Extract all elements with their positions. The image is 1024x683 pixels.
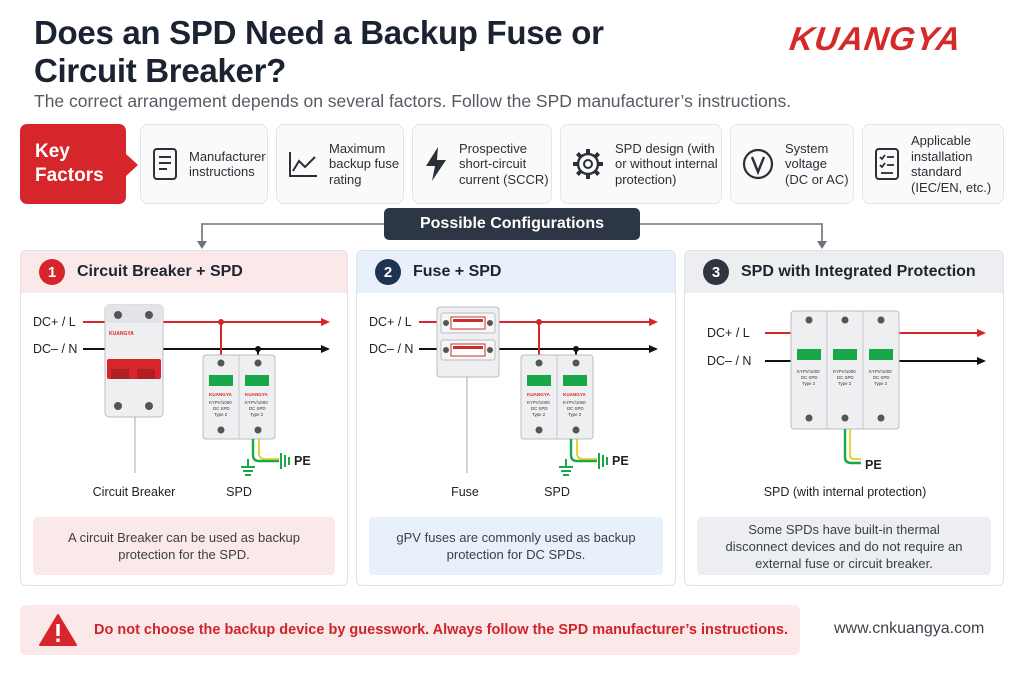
factor-max-backup-fuse: Maximum backup fuse rating: [276, 124, 404, 204]
config-header: 3 SPD with Integrated Protection: [685, 251, 1003, 293]
module-type: DC SPD: [531, 406, 548, 411]
spd-label: SPD: [226, 485, 252, 499]
arrow-right-icon: [977, 357, 986, 365]
module-class: Type 2: [802, 381, 816, 386]
website-link[interactable]: www.cnkuangya.com: [834, 620, 985, 637]
config-panel-circuit-breaker: 1 Circuit Breaker + SPD DC+ / L DC– / N …: [20, 250, 348, 586]
module-brand: KUANGYA: [527, 392, 550, 397]
module-model: KYPV/1000: [527, 400, 550, 405]
config-panel-integrated-protection: 3 SPD with Integrated Protection DC+ / L…: [684, 250, 1004, 586]
line-positive-label: DC+ / L: [369, 315, 412, 329]
line-positive-label: DC+ / L: [33, 315, 76, 329]
factor-manufacturer-instructions: Manufacturer instructions: [140, 124, 268, 204]
spd-label: SPD (with internal protection): [764, 485, 927, 499]
warning-text: Do not choose the backup device by guess…: [94, 622, 789, 638]
config-note: gPV fuses are commonly used as backup pr…: [369, 517, 663, 575]
arrow-right-icon: [649, 345, 658, 353]
config-title: Fuse + SPD: [413, 263, 502, 280]
voltage-icon: [742, 148, 774, 180]
possible-configurations-banner: Possible Configurations: [384, 208, 640, 240]
factor-sccr: Prospective short-circuit current (SCCR): [412, 124, 552, 204]
integrated-spd-device: KYPV/1000 KYPV/1000 KYPV/1000 DC SPD DC …: [790, 310, 900, 472]
line-negative-label: DC– / N: [369, 342, 413, 356]
factor-label: Manufacturer instructions: [189, 148, 266, 180]
circuit-breaker-label: Circuit Breaker: [93, 485, 176, 499]
module-type: DC SPD: [249, 406, 266, 411]
circuit-breaker-diagram: DC+ / L DC– / N KUANGYA KUANGYA: [33, 304, 330, 499]
lightning-icon: [426, 147, 446, 181]
integrated-spd-diagram: DC+ / L DC– / N KYPV/1000 KYPV/1000 KYPV…: [707, 310, 986, 499]
factor-label: Applicable installation standard (IEC/EN…: [911, 133, 992, 195]
page-subtitle: The correct arrangement depends on sever…: [34, 91, 792, 111]
module-model: KYPV/1000: [245, 400, 268, 405]
module-class: Type 2: [532, 412, 546, 417]
module-brand: KUANGYA: [209, 392, 232, 397]
module-class: Type 2: [250, 412, 264, 417]
module-model: KYPV/1000: [209, 400, 232, 405]
module-type: DC SPD: [837, 375, 854, 380]
module-model: KYPV/1000: [797, 369, 820, 374]
module-class: Type 2: [874, 381, 888, 386]
module-model: KYPV/1000: [833, 369, 856, 374]
module-brand: KUANGYA: [109, 331, 134, 337]
config-number: 2: [375, 259, 401, 285]
pe-label: PE: [294, 454, 311, 468]
module-model: KYPV/1000: [563, 400, 586, 405]
spd-label: SPD: [544, 485, 570, 499]
warning-banner: Do not choose the backup device by guess…: [20, 605, 800, 655]
spd-device: KUANGYA KUANGYA KYPV/1000 KYPV/1000 DC S…: [202, 319, 311, 476]
module-brand: KUANGYA: [563, 392, 586, 397]
module-type: DC SPD: [873, 375, 890, 380]
factor-label: Prospective short-circuit current (SCCR): [459, 140, 549, 187]
arrow-right-icon: [977, 329, 986, 337]
arrow-right-icon: [649, 318, 658, 326]
module-class: Type 2: [568, 412, 582, 417]
line-negative-label: DC– / N: [33, 342, 77, 356]
arrow-right-icon: [321, 318, 330, 326]
document-icon: [153, 148, 177, 180]
config-header: 2 Fuse + SPD: [357, 251, 675, 293]
config-note: A circuit Breaker can be used as backup …: [33, 517, 335, 575]
checklist-icon: [875, 148, 899, 180]
fuse-label: Fuse: [451, 485, 479, 499]
module-brand: KUANGYA: [245, 392, 268, 397]
key-factors-text: Key Factors: [35, 141, 104, 186]
module-type: DC SPD: [213, 406, 230, 411]
spd-device: KUANGYA KUANGYA KYPV/1000 KYPV/1000 DC S…: [520, 319, 629, 476]
page-title: Does an SPD Need a Backup Fuse or Circui…: [34, 14, 604, 89]
factor-label: SPD design (with or without internal pro…: [615, 140, 718, 187]
line-positive-label: DC+ / L: [707, 326, 750, 340]
module-type: DC SPD: [567, 406, 584, 411]
warning-icon: [39, 614, 77, 646]
config-number: 3: [703, 259, 729, 285]
fuse-device: [436, 306, 500, 378]
config-header: 1 Circuit Breaker + SPD: [21, 251, 347, 293]
config-title: Circuit Breaker + SPD: [77, 263, 243, 280]
factor-installation-standard: Applicable installation standard (IEC/EN…: [862, 124, 1004, 204]
config-number: 1: [39, 259, 65, 285]
module-model: KYPV/1000: [869, 369, 892, 374]
module-class: Type 2: [838, 381, 852, 386]
pe-label: PE: [612, 454, 629, 468]
config-panel-fuse: 2 Fuse + SPD DC+ / L DC– / N: [356, 250, 676, 586]
config-note: Some SPDs have built-in thermal disconne…: [697, 517, 991, 575]
config-title: SPD with Integrated Protection: [741, 263, 976, 280]
factor-label: System voltage (DC or AC): [785, 140, 849, 187]
factor-spd-design: SPD design (with or without internal pro…: [560, 124, 722, 204]
gear-icon: [573, 149, 603, 179]
config-connector-lines: [197, 223, 827, 249]
factor-label: Maximum backup fuse rating: [329, 140, 400, 187]
line-negative-label: DC– / N: [707, 354, 751, 368]
factor-system-voltage: System voltage (DC or AC): [730, 124, 854, 204]
arrow-right-icon: [321, 345, 330, 353]
chart-line-icon: [289, 152, 317, 177]
pe-label: PE: [865, 458, 882, 472]
fuse-diagram: DC+ / L DC– / N KUANGYA KUA: [369, 306, 658, 499]
module-type: DC SPD: [801, 375, 818, 380]
module-class: Type 2: [214, 412, 228, 417]
key-factors-label: Key Factors: [20, 124, 138, 204]
circuit-breaker-device: KUANGYA: [104, 304, 164, 418]
